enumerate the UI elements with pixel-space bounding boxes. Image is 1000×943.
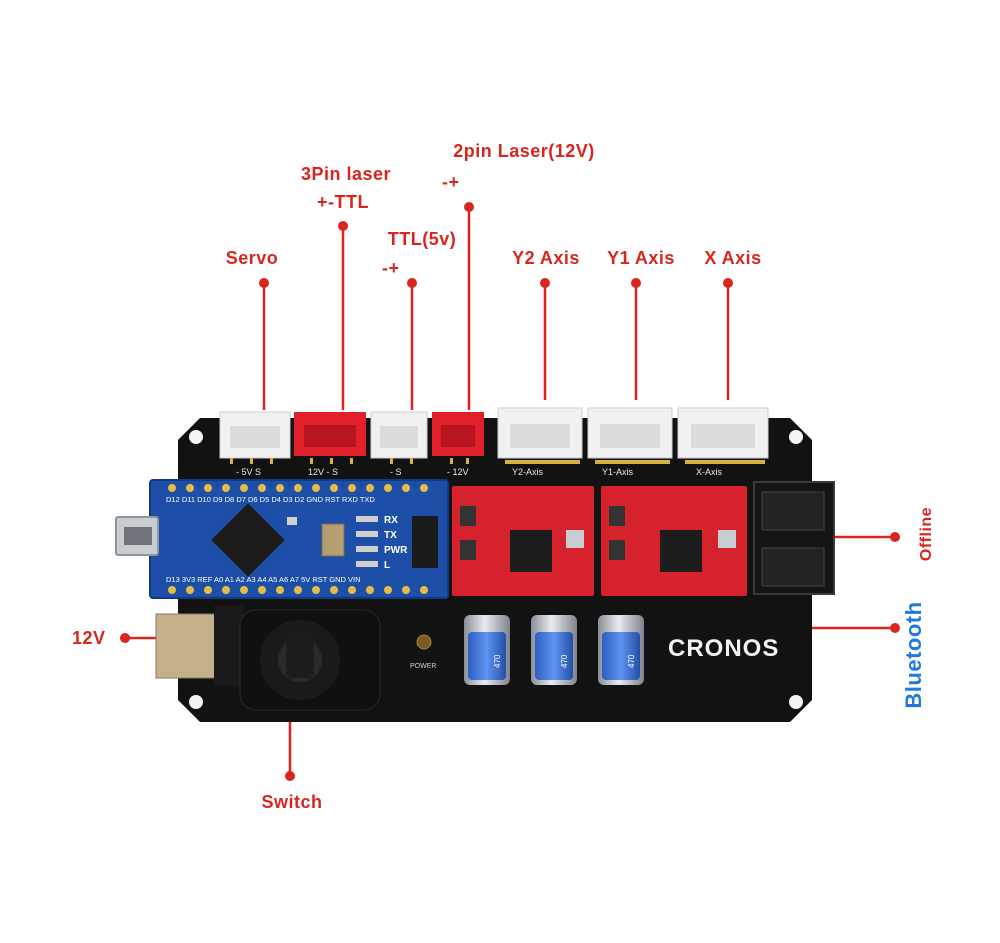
power-switch	[239, 609, 381, 711]
nano-top-pins: D12 D11 D10 D9 D8 D7 D6 D5 D4 D3 D2 GND …	[166, 495, 375, 504]
stepper-driver-y2	[452, 486, 594, 596]
pin-header-row	[230, 458, 765, 464]
label-y1-axis: Y1 Axis	[607, 248, 675, 268]
nano-bottom-pins: D13 3V3 REF A0 A1 A2 A3 A4 A5 A6 A7 5V R…	[166, 575, 361, 584]
label-switch: Switch	[261, 792, 323, 812]
arduino-nano: D12 D11 D10 D9 D8 D7 D6 D5 D4 D3 D2 GND …	[115, 479, 449, 599]
label-3pin-laser-line1: 3Pin laser	[300, 164, 392, 184]
label-x-axis: X Axis	[704, 248, 762, 268]
label-servo: Servo	[225, 248, 279, 268]
dc-jack	[155, 606, 244, 686]
capacitor-1: 470	[464, 615, 510, 685]
silk-y1: Y1-Axis	[602, 467, 634, 477]
reset-button	[321, 523, 345, 557]
label-ttl-line2: -+	[382, 258, 400, 278]
capacitor-2: 470	[531, 615, 577, 685]
cronos-logo: CRONOS	[668, 635, 779, 662]
silk-x: X-Axis	[696, 467, 723, 477]
leader-dots	[120, 202, 900, 781]
silk-ttl: - S	[390, 467, 402, 477]
y1-axis-connector	[587, 407, 673, 459]
silk-y2: Y2-Axis	[512, 467, 544, 477]
nano-led-l: L	[384, 560, 390, 571]
nano-led-tx: TX	[384, 530, 397, 541]
power-led	[416, 634, 432, 650]
label-bluetooth: Bluetooth	[901, 601, 926, 709]
capacitor-1-text: 470	[493, 654, 502, 668]
capacitor-3: 470	[598, 615, 644, 685]
ttl-connector	[370, 411, 428, 459]
x-axis-connector	[677, 407, 769, 459]
capacitor-3-text: 470	[627, 654, 636, 668]
capacitor-2-text: 470	[560, 654, 569, 668]
y2-axis-connector	[497, 407, 583, 459]
label-offline: Offline	[918, 506, 935, 562]
nano-led-rx: RX	[384, 515, 398, 526]
offline-header	[753, 481, 835, 595]
nano-pin-rows	[168, 484, 428, 594]
silk-3pin: 12V - S	[308, 467, 338, 477]
label-3pin-laser-line2: +-TTL	[317, 192, 369, 212]
label-ttl-line1: TTL(5v)	[387, 229, 457, 249]
power-text: POWER	[410, 663, 436, 670]
stepper-driver-y1	[601, 486, 747, 596]
silkscreen-labels: - 5V S 12V - S - S - 12V Y2-Axis Y1-Axis…	[236, 467, 723, 477]
usb-port-opening	[124, 527, 152, 545]
label-y2-axis: Y2 Axis	[512, 248, 580, 268]
silk-2pin: - 12V	[447, 467, 469, 477]
label-2pin-laser-line2: -+	[442, 172, 460, 192]
nano-led-pwr: PWR	[384, 545, 408, 556]
laser-2pin-connector	[432, 412, 484, 456]
label-12v: 12V	[72, 628, 106, 648]
nano-side-header	[412, 516, 438, 568]
silk-servo: - 5V S	[236, 467, 261, 477]
servo-connector	[219, 411, 291, 459]
atmega-chip	[211, 503, 285, 577]
label-2pin-laser-line1: 2pin Laser(12V)	[453, 141, 595, 161]
laser-3pin-connector	[294, 412, 366, 456]
